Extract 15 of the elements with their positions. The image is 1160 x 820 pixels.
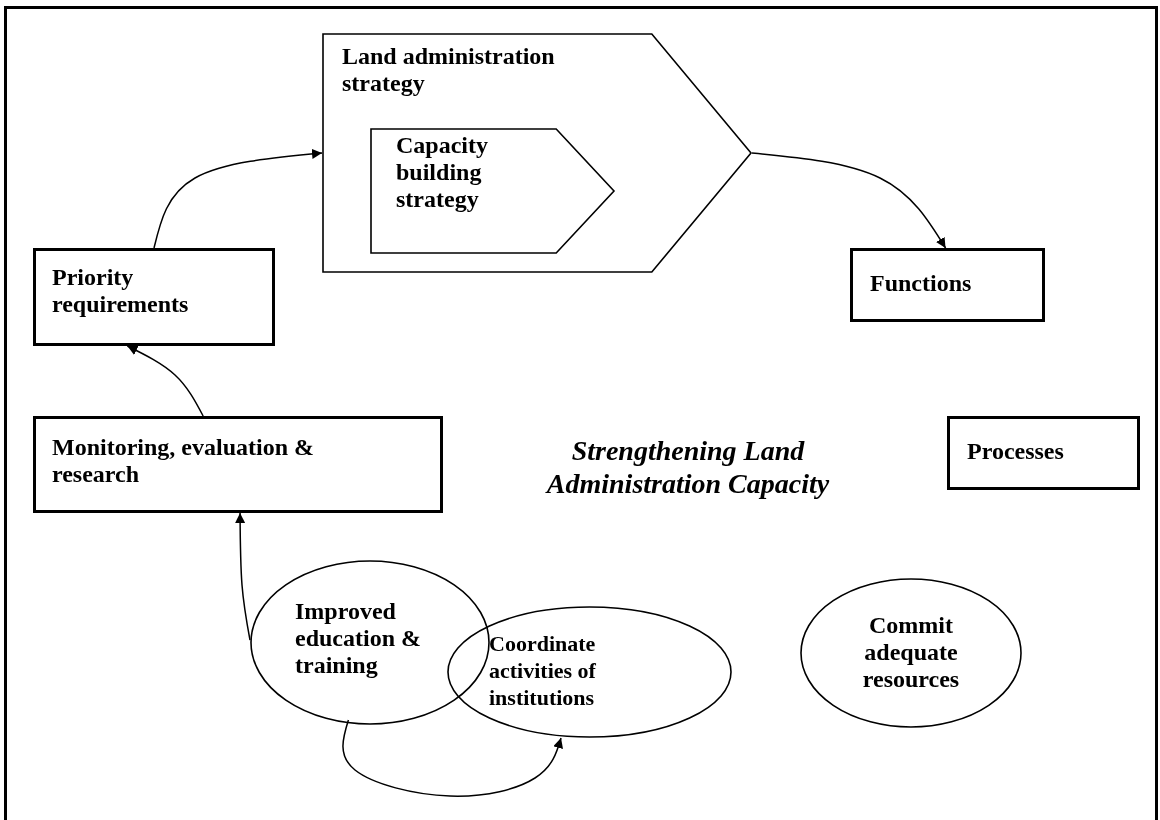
- node-label: Functions: [870, 270, 973, 297]
- node-label: Capacity building strategy: [396, 132, 489, 213]
- diagram-heading: Strengthening Land Administration Capacity: [544, 434, 831, 500]
- arrow: [235, 512, 251, 641]
- node-label: Processes: [967, 438, 1065, 465]
- arrow: [153, 148, 323, 249]
- arrow: [751, 152, 947, 249]
- node-label: Improved education & training: [295, 598, 422, 679]
- arrow: [342, 719, 563, 797]
- node-label: Commit adequate resources: [861, 612, 961, 693]
- arrow: [126, 345, 204, 417]
- node-label: Monitoring, evaluation & research: [52, 434, 315, 488]
- node-label: Land administration strategy: [342, 43, 556, 97]
- node-label: Coordinate activities of institutions: [489, 630, 597, 711]
- node-label: Priority requirements: [52, 264, 190, 318]
